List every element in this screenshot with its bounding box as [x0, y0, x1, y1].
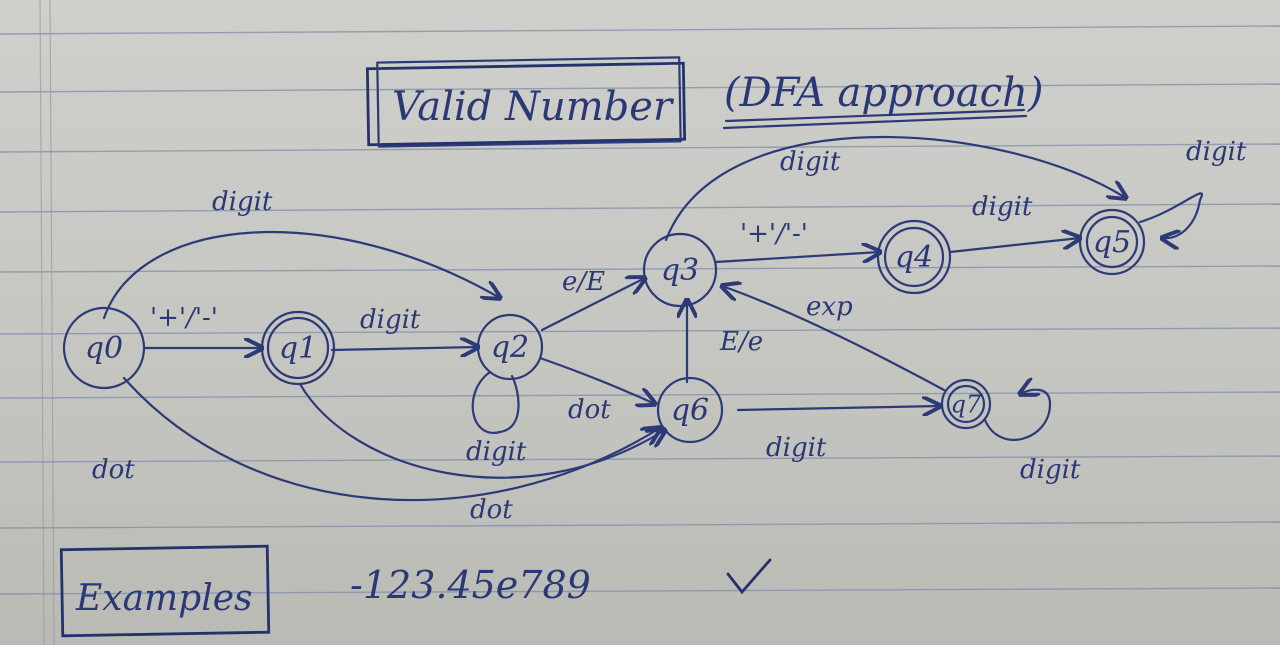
title-box	[365, 61, 687, 147]
state-q6: q6	[656, 376, 724, 444]
state-q4: q4	[876, 219, 952, 295]
loop-q7	[983, 390, 1052, 441]
state-q2: q2	[476, 313, 544, 381]
ruled-lines	[0, 25, 1280, 595]
edge-q4-q5	[948, 238, 1080, 254]
label-q3-q5: digit	[780, 147, 841, 177]
edge-q3-q4	[714, 252, 880, 264]
label-q2-q3: e/E	[562, 267, 605, 297]
edge-q2-q6	[538, 356, 655, 404]
label-q1-q2: digit	[360, 305, 421, 335]
examples-box	[59, 544, 271, 638]
state-q1: q1	[260, 310, 336, 386]
state-q1-label: q1	[279, 331, 317, 366]
state-q0: q0	[62, 306, 146, 390]
state-q3-label: q3	[661, 253, 699, 288]
subtitle-underline-2	[724, 108, 1026, 123]
loop-q5	[1138, 192, 1203, 238]
label-q5-loop: digit	[1186, 137, 1247, 167]
title-box-inner	[376, 56, 682, 148]
label-q0-q1: '+'/'-'	[150, 303, 218, 333]
page-subtitle: (DFA approach)	[724, 70, 1043, 116]
loop-q2	[471, 370, 520, 434]
edge-q1-q6	[298, 382, 665, 479]
state-q7-label: q7	[951, 391, 982, 419]
edge-q7-q3	[722, 286, 946, 392]
states: q0 q1 q2 q3 q6 q4 q5	[62, 208, 1146, 444]
example-value: -123.45e789	[350, 563, 591, 607]
label-q2-q6: dot	[568, 395, 611, 425]
state-q0-label: q0	[85, 331, 123, 366]
margin-lines	[39, 0, 55, 645]
page-title: Valid Number	[392, 84, 675, 130]
state-q3: q3	[642, 232, 718, 308]
edge-q1-q2	[330, 347, 478, 350]
state-q5: q5	[1078, 208, 1146, 276]
edge-labels: digit '+'/'-' digit e/E digit dot dot do…	[92, 137, 1247, 525]
label-q7-loop: digit	[1020, 455, 1081, 485]
label-q6-q3: E/e	[719, 327, 763, 357]
label-q7-q3: exp	[806, 292, 853, 322]
edge-q0-q2	[102, 231, 500, 320]
label-q1-q6: dot	[470, 495, 513, 525]
label-q3-q4: '+'/'-'	[740, 219, 808, 249]
label-q6-q7: digit	[766, 433, 827, 463]
edges	[102, 135, 1203, 502]
edge-q6-q7	[736, 406, 940, 410]
state-q5-label: q5	[1093, 225, 1131, 260]
subtitle-underline	[722, 114, 1028, 130]
examples-label: Examples	[75, 578, 253, 619]
state-q4-label: q4	[895, 240, 933, 275]
edge-q3-q5	[664, 135, 1126, 242]
state-q6-label: q6	[671, 393, 709, 428]
check-icon	[726, 558, 772, 595]
label-q2-loop: digit	[466, 437, 527, 467]
label-q4-q5: digit	[972, 192, 1033, 222]
state-q2-label: q2	[491, 330, 529, 365]
label-q0-q2: digit	[212, 187, 273, 217]
label-q0-q6: dot	[92, 455, 135, 485]
state-q7: q7	[940, 378, 992, 430]
edge-q2-q3	[540, 278, 645, 332]
